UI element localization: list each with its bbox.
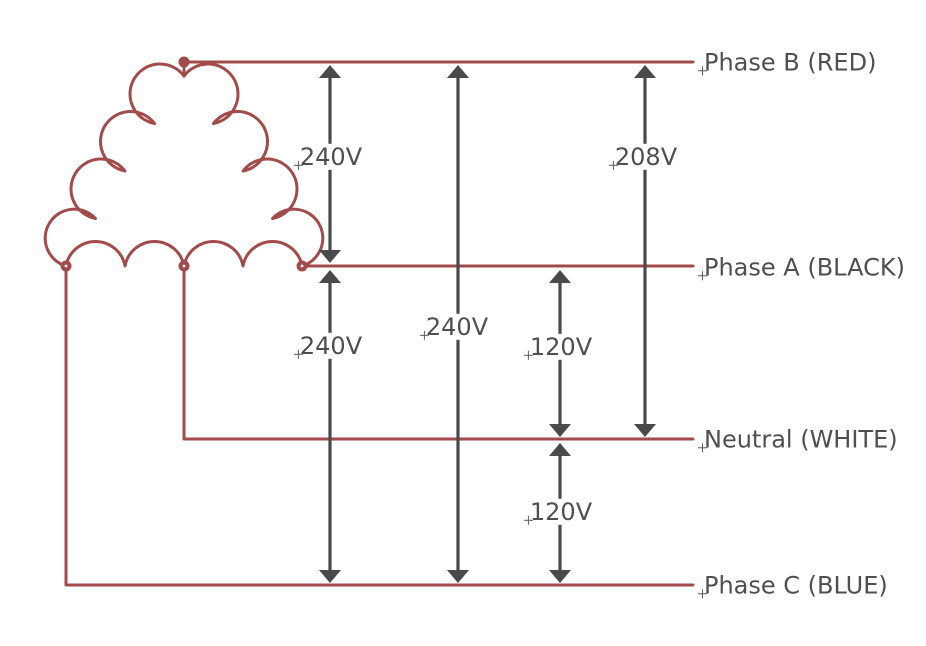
arrowhead-up-icon	[549, 270, 571, 283]
phase-wires	[64, 60, 695, 587]
voltage-arrow-a-c	[319, 270, 341, 583]
arrowhead-up-icon	[549, 443, 571, 456]
arrowhead-down-icon	[319, 570, 341, 583]
arrowhead-up-icon	[319, 65, 341, 78]
voltage-label-n-c: 120V	[523, 498, 596, 526]
arrowhead-down-icon	[549, 424, 571, 437]
arrowhead-down-icon	[549, 570, 571, 583]
voltage-label-b-n: 208V	[608, 143, 681, 171]
neutral-wire	[182, 264, 695, 441]
winding-node-top	[178, 56, 190, 68]
phase-b-label: Phase B (RED)	[697, 48, 877, 77]
neutral-label: Neutral (WHITE)	[698, 425, 898, 454]
winding-node-left-center	[64, 264, 68, 268]
voltage-label-a-n: 120V	[523, 333, 596, 361]
phase-c-wire	[64, 264, 695, 587]
phase-a-label: Phase A (BLACK)	[698, 253, 905, 282]
winding-node-center-tap-center	[182, 264, 186, 268]
arrowhead-down-icon	[447, 570, 469, 583]
arrowhead-up-icon	[634, 65, 656, 78]
voltage-label-b-a: 240V	[293, 143, 366, 171]
voltage-arrow-b-n	[634, 65, 656, 437]
phase-c-label: Phase C (BLUE)	[698, 571, 888, 600]
arrowhead-down-icon	[319, 250, 341, 263]
winding-node-right-center	[300, 264, 304, 268]
arrowhead-up-icon	[319, 270, 341, 283]
winding-right-coil	[182, 62, 325, 268]
voltage-label-a-c: 240V	[293, 332, 366, 360]
arrowhead-up-icon	[447, 65, 469, 78]
arrowhead-down-icon	[634, 424, 656, 437]
winding-left-coil	[43, 62, 186, 268]
voltage-label-b-c: 240V	[419, 313, 492, 341]
delta-winding	[43, 56, 325, 272]
